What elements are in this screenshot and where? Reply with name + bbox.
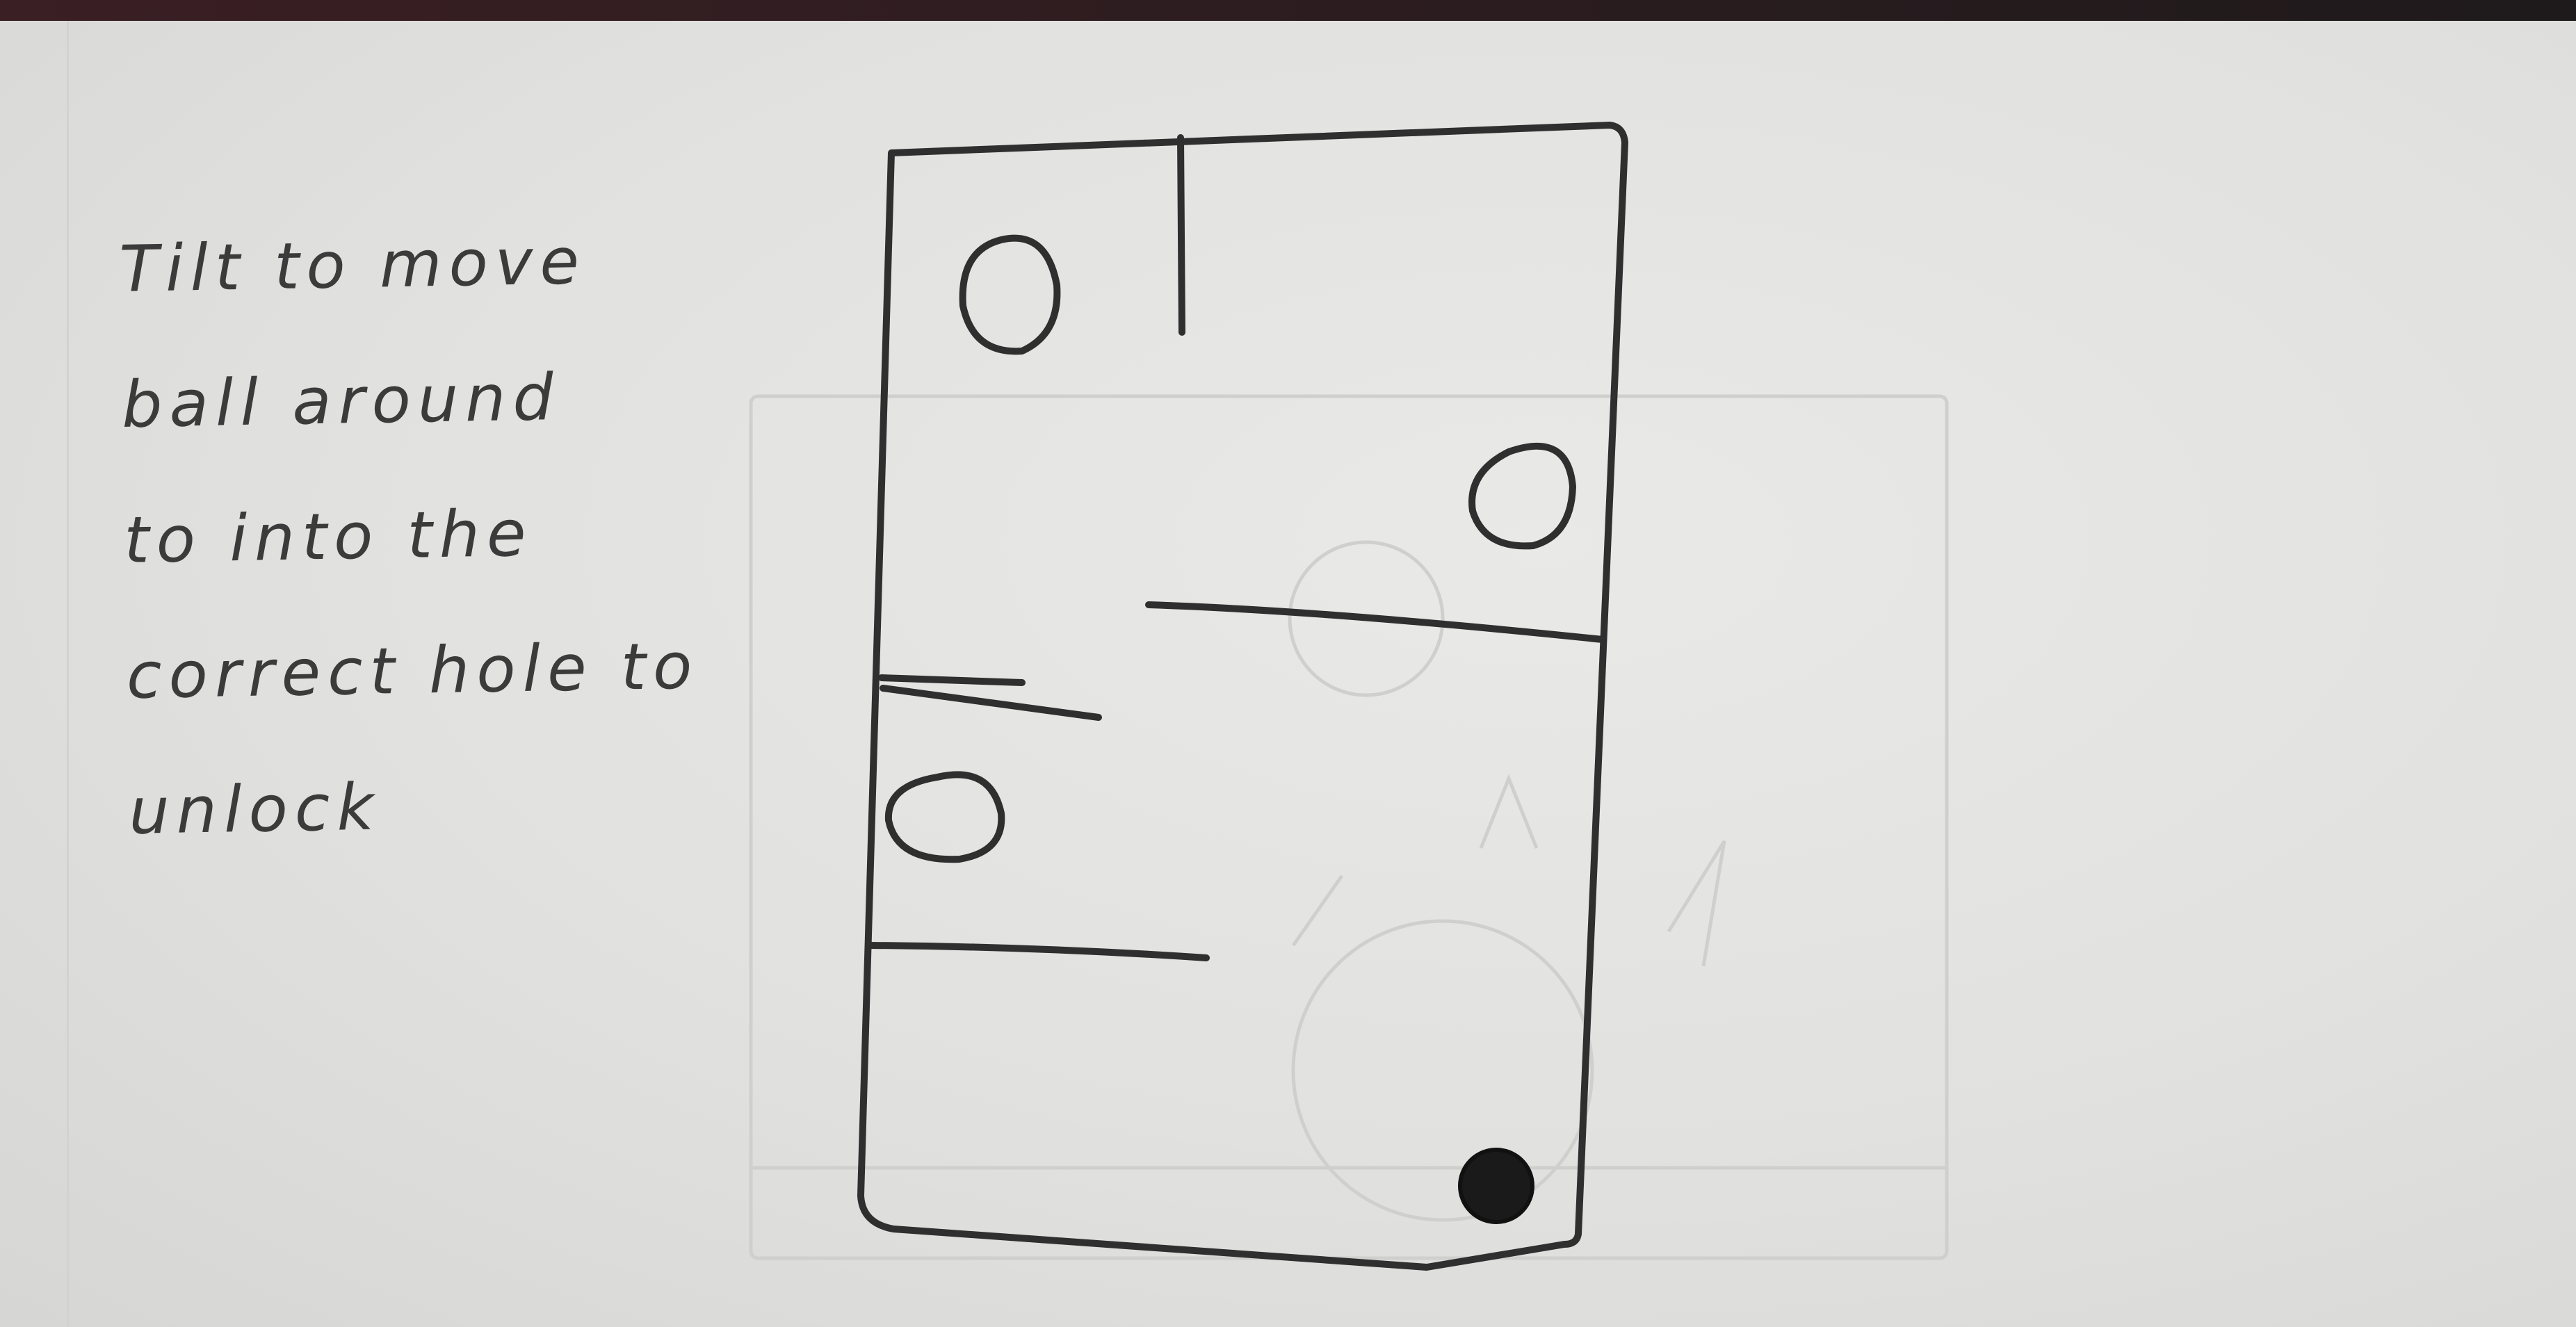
maze-wall <box>878 674 1026 686</box>
maze-wall <box>880 685 1102 721</box>
target-hole <box>959 234 1061 355</box>
maze-wall <box>1177 134 1185 336</box>
paper-sheet <box>0 21 2576 1327</box>
target-hole <box>1468 442 1576 550</box>
maze-wall <box>866 942 1210 961</box>
target-hole <box>884 771 1005 863</box>
maze-wall <box>1145 601 1606 643</box>
ball <box>1458 1148 1534 1224</box>
paper-margin-line <box>67 21 69 1327</box>
phone-frame <box>857 122 1628 1271</box>
faint-erased-sketch <box>749 394 1949 1260</box>
